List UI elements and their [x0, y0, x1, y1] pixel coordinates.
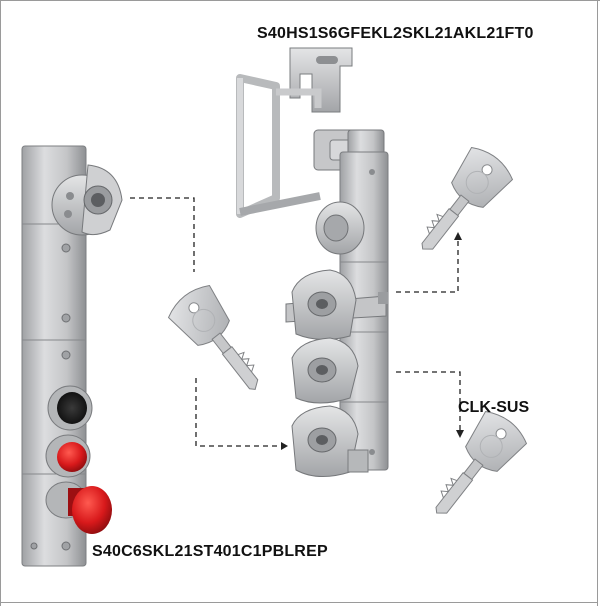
frame-border-right	[597, 0, 598, 606]
right-key-socket-3	[291, 337, 359, 404]
arrow-left-bottom	[281, 442, 288, 450]
dashed-connectors	[130, 197, 461, 447]
black-pushbutton	[47, 385, 93, 431]
right-key-socket-2	[291, 269, 357, 340]
arrowheads	[281, 232, 464, 450]
key-icon	[435, 410, 528, 514]
connector-left-bottom	[195, 378, 282, 447]
frame-border-left	[0, 0, 1, 606]
arrow-right-bottom	[456, 430, 464, 438]
right-key-socket-1	[315, 201, 365, 255]
right-key-socket-4	[291, 405, 369, 477]
red-emergency-stop	[45, 481, 112, 534]
key-icon	[421, 146, 514, 250]
key-model-label: CLK-SUS	[458, 399, 530, 416]
key-icon	[167, 284, 259, 390]
connector-left-top	[130, 197, 195, 272]
top-model-label: S40HS1S6GFEKL2SKL21AKL21FT0	[257, 25, 534, 42]
right-lock-unit	[236, 47, 389, 477]
connector-right-bottom	[396, 371, 461, 432]
left-lock-unit	[21, 145, 123, 567]
frame-border-bottom	[0, 602, 598, 603]
left-key-socket	[51, 164, 123, 236]
red-pushbutton	[45, 434, 91, 478]
bottom-model-label: S40C6SKL21ST401C1PBLREP	[92, 543, 328, 560]
frame-border-top	[0, 0, 600, 1]
arrow-right-top	[454, 232, 462, 240]
connector-right-top	[396, 240, 459, 293]
